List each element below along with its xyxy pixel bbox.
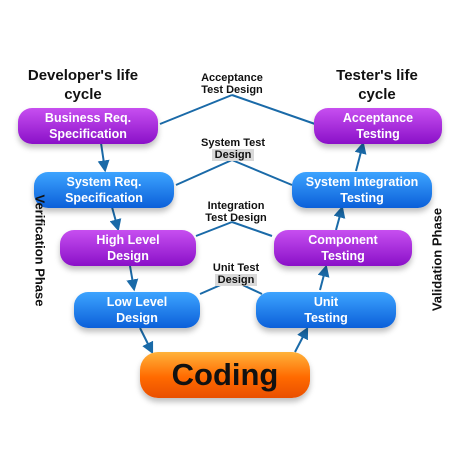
step-component-line2: Testing (321, 249, 365, 263)
arrow-up-3 (333, 205, 346, 231)
step-system-req-line2: Specification (65, 191, 143, 205)
arrow-down-2 (109, 206, 122, 232)
connector-integration (195, 221, 233, 237)
step-unit-line1: Unit (313, 295, 339, 309)
connector-system (175, 159, 233, 186)
label-system-line2: Design (211, 149, 255, 161)
label-acceptance-test-design: Acceptance Test Design (182, 72, 282, 96)
arrow-down-1 (97, 142, 110, 173)
developer-heading-line1: Developer's life (27, 67, 139, 84)
step-business-req-specification[interactable]: Business Req. Specification (18, 108, 158, 144)
step-acceptance-line1: Acceptance (342, 111, 414, 125)
developer-heading: Developer's life cycle (18, 66, 148, 104)
step-unit-testing[interactable]: Unit Testing (256, 292, 396, 328)
arrow-down-3 (126, 265, 139, 292)
step-business-req-line1: Business Req. (44, 111, 132, 125)
label-unit-line1: Unit Test (212, 262, 260, 274)
step-low-level-line1: Low Level (106, 295, 168, 309)
label-integration-line1: Integration (207, 200, 265, 212)
step-acceptance-testing[interactable]: Acceptance Testing (314, 108, 442, 144)
step-low-level-line2: Design (116, 311, 158, 325)
label-integration-line2: Test Design (205, 212, 267, 224)
arrow-up-2 (317, 264, 330, 291)
step-high-level-design[interactable]: High Level Design (60, 230, 196, 266)
arrow-up-1 (294, 326, 309, 353)
label-acceptance-line1: Acceptance (201, 72, 263, 84)
step-acceptance-line2: Testing (356, 127, 400, 141)
step-coding[interactable]: Coding (140, 352, 310, 398)
label-integration-test-design: Integration Test Design (186, 200, 286, 224)
tester-heading-line2: cycle (358, 86, 396, 103)
label-unit-test-design: Unit Test Design (196, 262, 276, 286)
verification-phase-label: Verification Phase (32, 194, 48, 307)
step-high-level-line1: High Level (96, 233, 160, 247)
step-system-integration-testing[interactable]: System Integration Testing (292, 172, 432, 208)
tester-heading-line1: Tester's life (336, 67, 418, 84)
step-system-req-specification[interactable]: System Req. Specification (34, 172, 174, 208)
step-system-integration-line1: System Integration (305, 175, 419, 189)
step-business-req-line2: Specification (49, 127, 127, 141)
step-component-testing[interactable]: Component Testing (274, 230, 412, 266)
developer-heading-line2: cycle (64, 86, 102, 103)
label-system-test-design: System Test Design (186, 137, 280, 161)
step-component-line1: Component (308, 233, 378, 247)
step-unit-line2: Testing (304, 311, 348, 325)
step-system-req-line1: System Req. (66, 175, 142, 189)
label-unit-line2: Design (214, 274, 258, 286)
label-system-line1: System Test (201, 137, 265, 149)
step-system-integration-line2: Testing (340, 191, 384, 205)
step-low-level-design[interactable]: Low Level Design (74, 292, 200, 328)
validation-phase-label: Validation Phase (429, 207, 445, 312)
tester-heading: Tester's life cycle (312, 66, 442, 104)
coding-label: Coding (171, 357, 279, 392)
step-high-level-line2: Design (107, 249, 149, 263)
arrow-up-4 (354, 141, 367, 172)
connector-acceptance (159, 94, 233, 125)
arrow-down-4 (139, 327, 154, 355)
label-acceptance-line2: Test Design (201, 84, 263, 96)
